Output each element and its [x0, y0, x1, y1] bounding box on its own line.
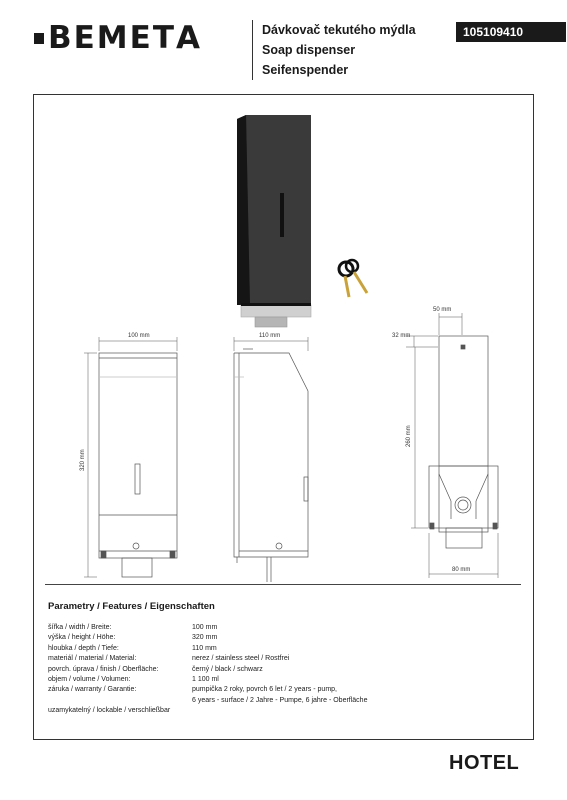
- feature-row: materiál / material / Material: nerez / …: [48, 654, 528, 664]
- feature-label: povrch. úprava / finish / Oberfläche:: [48, 665, 159, 673]
- title-de: Seifenspender: [262, 63, 349, 77]
- back-height-dimension: [411, 347, 428, 529]
- feature-value: 6 years - surface / 2 Jahre - Pumpe, 6 j…: [192, 696, 368, 704]
- product-photo: [237, 115, 312, 328]
- keys-icon: [337, 258, 369, 298]
- back-bottom-dimension: [428, 533, 499, 578]
- product-code-badge: 105109410: [456, 22, 566, 42]
- back-bottom-label: 80 mm: [452, 567, 470, 573]
- feature-label: hloubka / depth / Tiefe:: [48, 644, 119, 652]
- side-view-drawing: [233, 348, 309, 582]
- bemeta-logo: ВЕМЕТА: [34, 20, 238, 54]
- side-depth-label: 110 mm: [259, 333, 280, 339]
- features-title: Parametry / Features / Eigenschaften: [48, 601, 215, 612]
- feature-row: záruka / warranty / Garantie: pumpička 2…: [48, 685, 528, 695]
- svg-text:ВЕМЕТА: ВЕМЕТА: [48, 20, 202, 54]
- front-width-dimension: [98, 337, 178, 351]
- feature-label: záruka / warranty / Garantie:: [48, 686, 137, 694]
- back-top-dimension: [438, 313, 463, 335]
- feature-label: materiál / material / Material:: [48, 655, 137, 663]
- back-offset-dimension: [406, 335, 438, 348]
- feature-row: šířka / width / Breite: 100 mm: [48, 623, 528, 633]
- header-divider: [252, 20, 253, 80]
- back-top-label: 50 mm: [433, 307, 451, 313]
- product-titles: Dávkovač tekutého mýdla Soap dispenser S…: [262, 20, 416, 80]
- feature-label: objem / volume / Volumen:: [48, 675, 131, 683]
- front-width-label: 100 mm: [128, 333, 150, 339]
- feature-value: černý / black / schwarz: [192, 665, 263, 673]
- technical-drawing: 100 mm 320 mm 110 mm: [80, 115, 499, 582]
- features-table: šířka / width / Breite: 100 mm výška / h…: [48, 623, 528, 717]
- category-label: HOTEL: [449, 752, 520, 774]
- feature-value: pumpička 2 roky, povrch 6 let / 2 years …: [192, 686, 337, 694]
- feature-value: 100 mm: [192, 624, 218, 631]
- feature-value: 110 mm: [192, 644, 217, 652]
- front-height-dimension: [84, 352, 97, 578]
- title-en: Soap dispenser: [262, 43, 356, 57]
- feature-row: výška / height / Höhe: 320 mm: [48, 633, 528, 643]
- feature-row: hloubka / depth / Tiefe: 110 mm: [48, 644, 528, 654]
- side-depth-dimension: [233, 337, 309, 351]
- back-offset-label: 32 mm: [392, 333, 410, 339]
- feature-row: objem / volume / Volumen: 1 100 ml: [48, 675, 528, 685]
- back-view-drawing: [428, 335, 499, 549]
- feature-value: 320 mm: [192, 634, 218, 642]
- feature-row: povrch. úprava / finish / Oberfläche: če…: [48, 665, 528, 675]
- feature-value: 1 100 ml: [192, 675, 219, 683]
- product-sheet-frame: 100 mm 320 mm 110 mm: [33, 94, 534, 740]
- feature-label: šířka / width / Breite:: [48, 624, 112, 631]
- feature-label: výška / height / Höhe:: [48, 634, 116, 642]
- feature-row: uzamykatelný / lockable / verschließbar: [48, 706, 528, 716]
- logo-mark: [34, 32, 44, 44]
- feature-value: nerez / stainless steel / Rostfrei: [192, 655, 290, 663]
- feature-row: 6 years - surface / 2 Jahre - Pumpe, 6 j…: [48, 696, 528, 706]
- bemeta-logo-wordmark: ВЕМЕТА: [48, 20, 202, 54]
- title-cz: Dávkovač tekutého mýdla: [262, 23, 416, 37]
- back-height-label: 260 mm: [406, 425, 412, 447]
- front-height-label: 320 mm: [80, 449, 86, 471]
- front-view-drawing: [98, 352, 178, 578]
- feature-label: uzamykatelný / lockable / verschließbar: [48, 707, 171, 715]
- section-divider: [45, 584, 521, 585]
